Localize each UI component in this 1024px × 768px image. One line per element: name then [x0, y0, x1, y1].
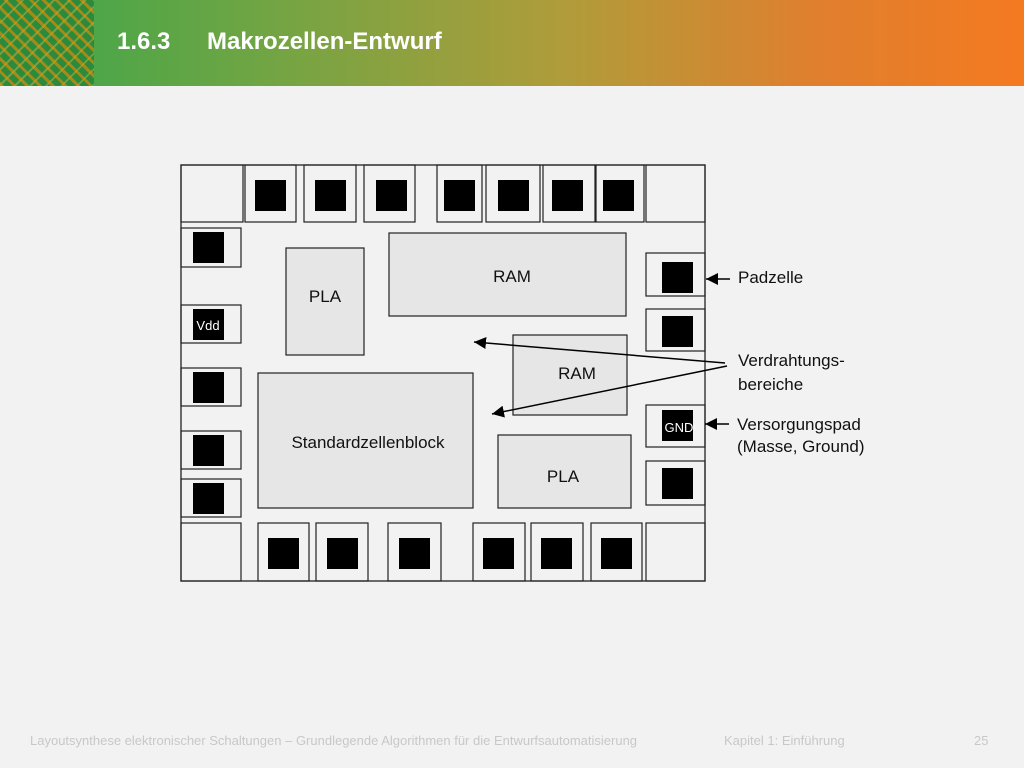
- pad-square: [193, 372, 224, 403]
- pad-square: [662, 262, 693, 293]
- pad-cell: [485, 164, 541, 223]
- pad-cell: [645, 460, 706, 506]
- pad-square: [399, 538, 430, 569]
- pad-cell: [303, 164, 357, 223]
- supply-pad-label-line2: (Masse, Ground): [737, 437, 865, 456]
- pad-cell: [387, 522, 442, 582]
- routing-arrow-lower: [491, 365, 728, 418]
- routing-arrow-upper: [473, 337, 726, 364]
- pad-cell: [542, 164, 596, 223]
- pad-cell: [180, 367, 242, 407]
- slide-title: Makrozellen-Entwurf: [207, 28, 442, 55]
- pad-square: [601, 538, 632, 569]
- corner-cell: [645, 164, 706, 223]
- pad-square: [552, 180, 583, 211]
- vdd-pad: [193, 309, 224, 340]
- supply-pad-label-line1: Versorgungspad: [737, 415, 861, 434]
- pad-cell: [472, 522, 526, 582]
- logo: [0, 0, 94, 86]
- pad-cell: [363, 164, 416, 223]
- routing-label-line1: Verdrahtungs-: [738, 351, 845, 370]
- pad-cell: [257, 522, 310, 582]
- footer-course-title: Layoutsynthese elektronischer Schaltunge…: [30, 733, 638, 748]
- functional-blocks: [257, 232, 632, 509]
- standard-cell-block: [257, 372, 474, 509]
- pla-label-bottom: PLA: [547, 467, 580, 486]
- corner-cells: [180, 164, 706, 582]
- pad-square: [193, 435, 224, 466]
- footer-page-number: 25: [974, 733, 989, 748]
- section-number: 1.6.3: [117, 28, 171, 55]
- pad-cell: [315, 522, 369, 582]
- ram-block-top: [388, 232, 627, 317]
- pad-square: [327, 538, 358, 569]
- pad-square: [662, 316, 693, 347]
- gnd-label: GND: [665, 420, 694, 435]
- pad-squares: [193, 180, 693, 569]
- pad-cells: [180, 164, 706, 582]
- pad-square: [255, 180, 286, 211]
- pad-square: [315, 180, 346, 211]
- pad-cell: [180, 227, 242, 268]
- pla-label-top: PLA: [309, 287, 342, 306]
- corner-cell: [180, 522, 242, 582]
- pad-cell: [244, 164, 297, 223]
- pad-cell: [595, 164, 645, 223]
- ram-block-middle: [512, 334, 628, 416]
- padzelle-label: Padzelle: [738, 268, 803, 287]
- corner-cell: [180, 164, 244, 223]
- pad-square: [662, 468, 693, 499]
- pad-square: [193, 232, 224, 263]
- corner-cell: [645, 522, 706, 582]
- standard-cell-label: Standardzellenblock: [291, 433, 445, 452]
- pad-cell: [645, 308, 706, 352]
- pad-cell: [180, 304, 242, 344]
- routing-label-line2: bereiche: [738, 375, 803, 394]
- pad-square: [483, 538, 514, 569]
- footer-chapter: Kapitel 1: Einführung: [724, 733, 845, 748]
- pad-square: [376, 180, 407, 211]
- pad-square: [193, 483, 224, 514]
- pad-square: [541, 538, 572, 569]
- pad-cell: [530, 522, 584, 582]
- header-bar: 1.6.3 Makrozellen-Entwurf: [0, 0, 1024, 86]
- pla-block-bottom: [497, 434, 632, 509]
- pad-cell: [590, 522, 643, 582]
- ram-label-middle: RAM: [558, 364, 596, 383]
- pad-square: [498, 180, 529, 211]
- pad-square: [268, 538, 299, 569]
- pad-cell: [180, 430, 242, 470]
- pla-block-top: [285, 247, 365, 356]
- pad-cell: [436, 164, 483, 223]
- pad-cell: [180, 478, 242, 518]
- pad-square: [603, 180, 634, 211]
- gnd-pad: [662, 410, 693, 441]
- vdd-label: Vdd: [196, 318, 219, 333]
- pad-cell: [645, 252, 706, 297]
- ram-label-top: RAM: [493, 267, 531, 286]
- pad-square: [444, 180, 475, 211]
